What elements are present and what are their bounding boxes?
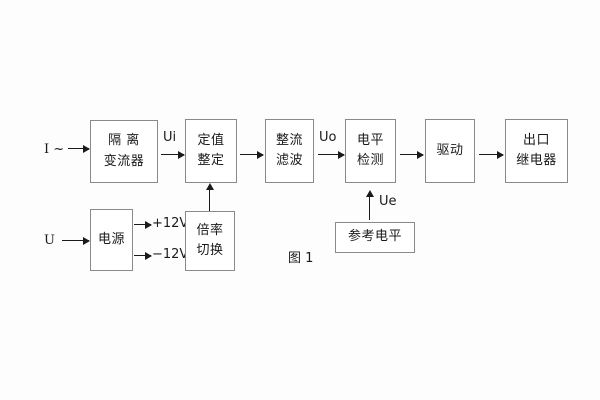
block-setting-value-line-2: 整定 — [197, 153, 225, 168]
block-reference-level[interactable]: 参考电平 — [335, 222, 415, 253]
block-isolation-transformer[interactable]: 隔 离 变流器 — [90, 120, 158, 183]
arrow-level-to-drive — [400, 150, 424, 159]
rail-label-negative: −12V — [152, 247, 189, 262]
arrow-isolation-to-setting — [161, 150, 185, 159]
block-multiplier-switch[interactable]: 倍率 切换 — [185, 211, 235, 271]
arrow-multiplier-to-setting — [205, 183, 214, 211]
signal-label-ui: Ui — [163, 130, 177, 145]
block-setting-value[interactable]: 定值 整定 — [185, 119, 237, 183]
input-label-current: I ~ — [44, 142, 65, 157]
block-drive[interactable]: 驱动 — [425, 119, 475, 183]
arrow-voltage-to-power-supply — [62, 236, 90, 245]
block-power-supply-line-1: 电源 — [97, 231, 125, 247]
arrow-current-to-isolation — [68, 144, 90, 153]
block-reference-level-line-1: 参考电平 — [347, 229, 402, 245]
block-rectify-filter-line-1: 整流 — [275, 132, 303, 148]
block-multiplier-switch-line-2: 切换 — [196, 243, 224, 258]
block-output-relay-line-1: 出口 — [522, 132, 550, 148]
block-isolation-transformer-line-1: 隔 离 — [108, 133, 140, 149]
arrow-drive-to-output-relay — [479, 150, 504, 159]
block-output-relay-line-2: 继电器 — [516, 153, 557, 168]
arrow-rail-negative — [134, 251, 152, 260]
arrow-setting-to-rectify — [240, 150, 264, 159]
block-level-detection[interactable]: 电平 检测 — [345, 119, 396, 183]
input-label-voltage: U — [44, 233, 55, 248]
block-multiplier-switch-line-1: 倍率 — [196, 222, 224, 238]
figure-caption: 图 1 — [288, 251, 314, 266]
block-drive-line-1: 驱动 — [436, 142, 464, 158]
arrow-reference-to-level — [365, 190, 374, 220]
block-setting-value-line-1: 定值 — [197, 132, 225, 148]
block-power-supply[interactable]: 电源 — [90, 209, 133, 271]
block-level-detection-line-1: 电平 — [356, 132, 384, 148]
arrow-rail-positive — [134, 220, 152, 229]
signal-label-uo: Uo — [319, 130, 337, 145]
block-level-detection-line-2: 检测 — [356, 153, 384, 168]
block-rectify-filter[interactable]: 整流 滤波 — [265, 119, 314, 183]
rail-label-positive: +12V — [152, 216, 189, 231]
block-output-relay[interactable]: 出口 继电器 — [505, 119, 568, 183]
block-rectify-filter-line-2: 滤波 — [275, 153, 303, 168]
signal-label-ue: Ue — [379, 194, 397, 209]
block-isolation-transformer-line-2: 变流器 — [103, 153, 145, 169]
arrow-rectify-to-level — [318, 150, 345, 159]
